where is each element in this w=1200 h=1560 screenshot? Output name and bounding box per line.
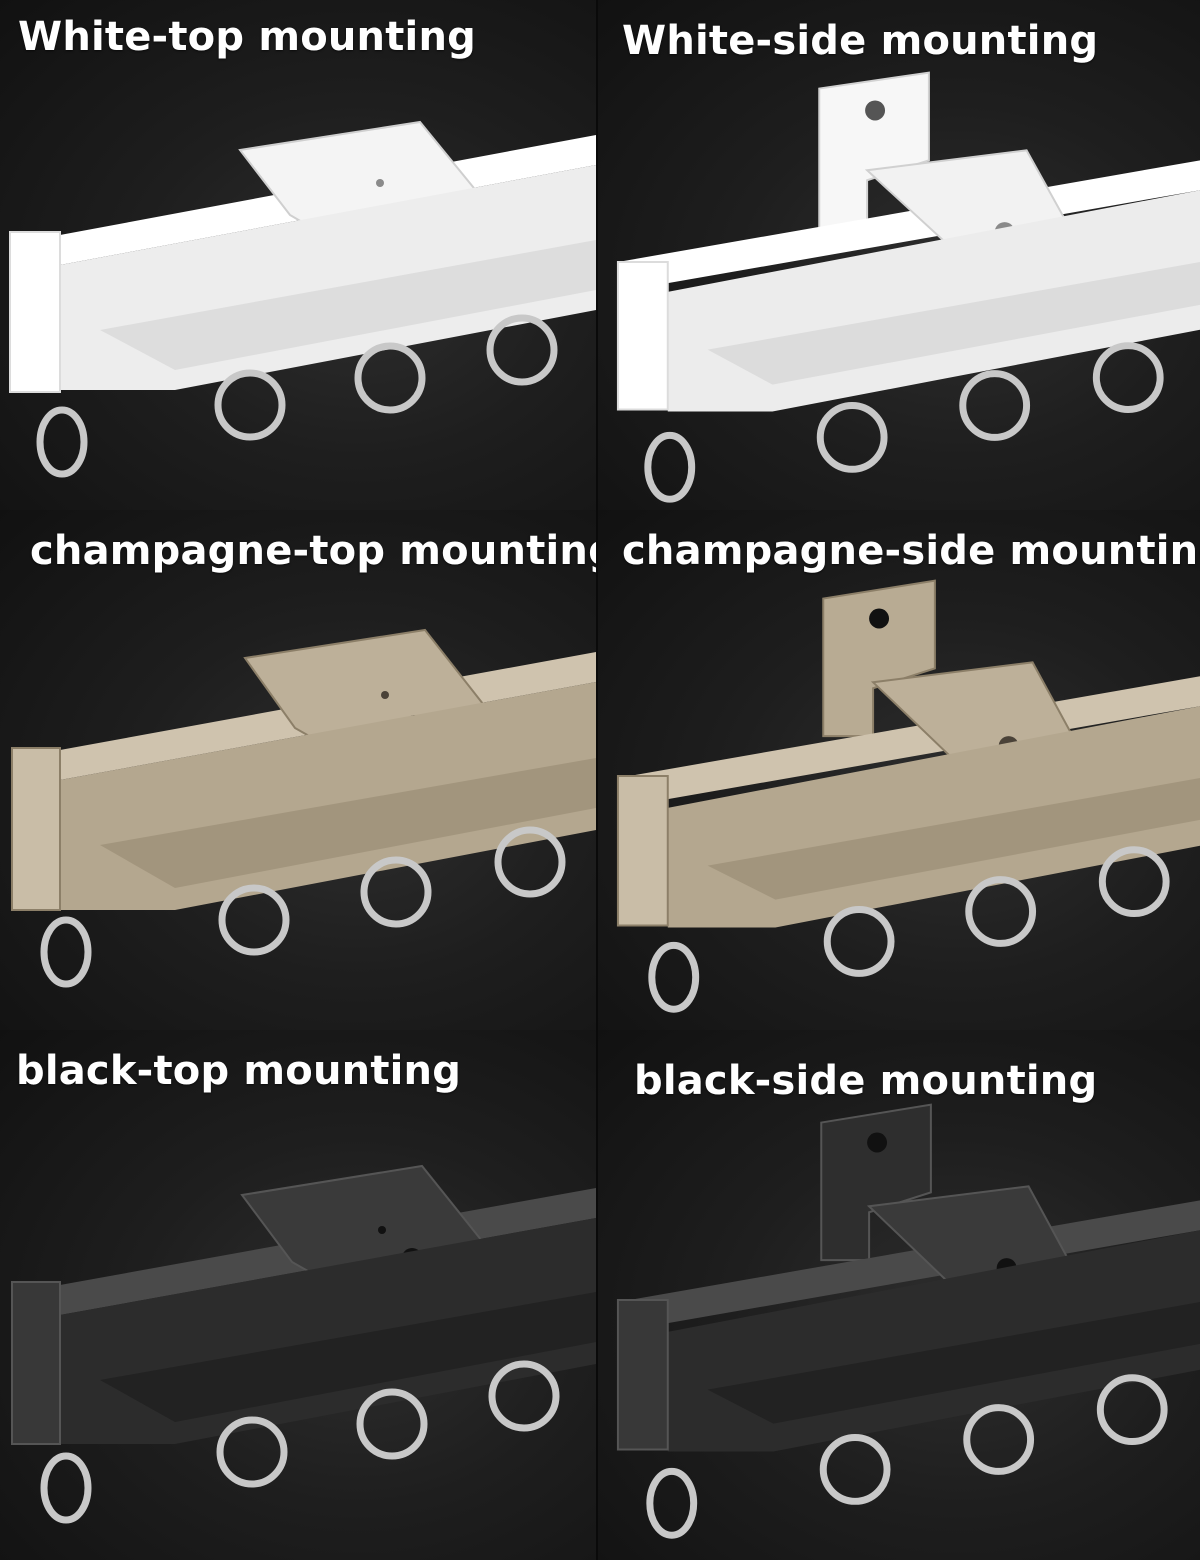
champagne-side-track-image	[616, 579, 1200, 1013]
panel-label: black-side mounting	[634, 1058, 1098, 1104]
panel-champagne-side: champagne-side mounting	[596, 510, 1200, 1030]
black-top-track-image	[11, 1164, 596, 1524]
panel-label: black-top mounting	[16, 1048, 462, 1094]
panel-champagne-top: champagne-top mounting	[0, 510, 596, 1030]
panel-white-top: White-top mounting	[0, 0, 596, 510]
panel-label: champagne-side mounting	[622, 528, 1200, 574]
panel-label: White-side mounting	[622, 18, 1099, 64]
panel-black-top: black-top mounting	[0, 1030, 596, 1560]
panel-label: White-top mounting	[18, 14, 476, 60]
panel-label: champagne-top mounting	[30, 528, 596, 574]
white-side-track-image	[616, 71, 1200, 503]
champagne-top-track-image	[11, 628, 596, 988]
panel-white-side: White-side mounting	[596, 0, 1200, 510]
white-top-track-image	[9, 120, 596, 478]
black-side-track-image	[616, 1103, 1200, 1539]
panel-black-side: black-side mounting	[596, 1030, 1200, 1560]
